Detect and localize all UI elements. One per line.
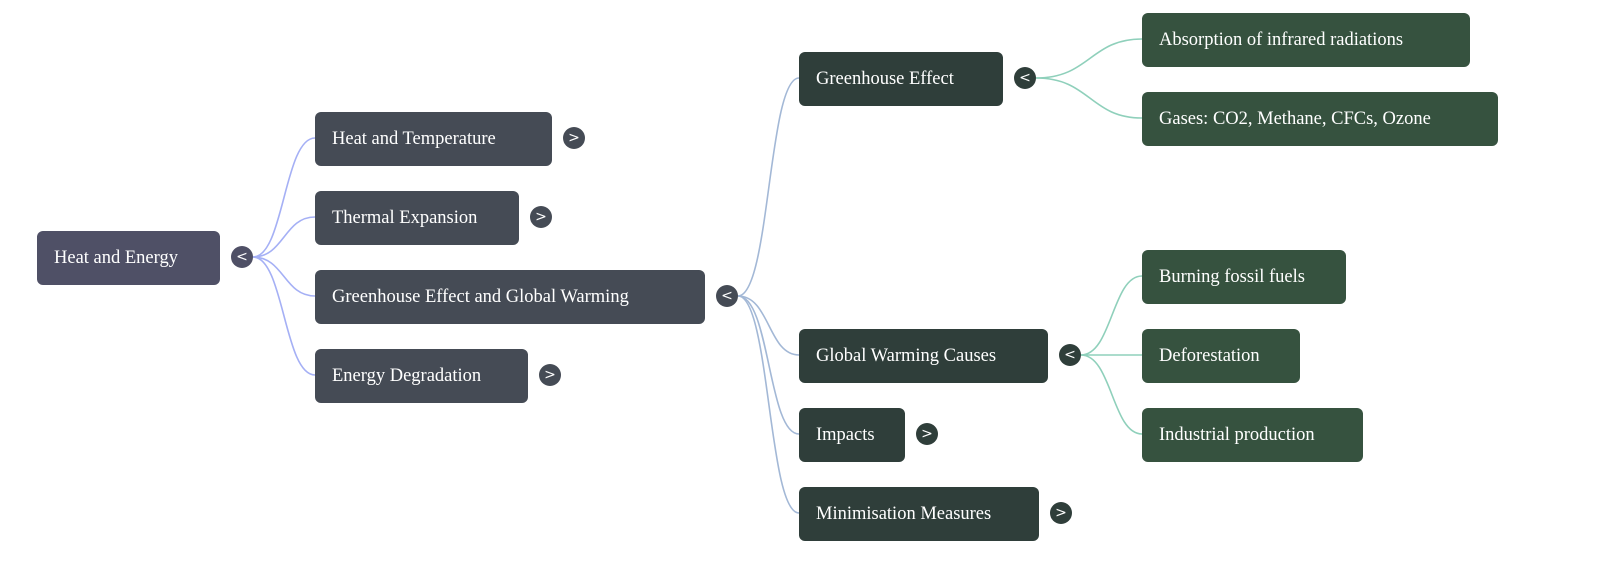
edge (1080, 275, 1143, 356)
expand-toggle[interactable]: > (1050, 502, 1072, 524)
node-industrial-production[interactable]: Industrial production (1142, 408, 1363, 462)
edge (252, 256, 316, 297)
edge (737, 295, 800, 356)
edge (1035, 77, 1143, 119)
collapse-toggle[interactable]: < (1014, 67, 1036, 89)
edge (1035, 38, 1143, 79)
expand-toggle[interactable]: > (539, 364, 561, 386)
node-heat-and-temperature[interactable]: Heat and Temperature (315, 112, 552, 166)
node-energy-degradation[interactable]: Energy Degradation (315, 349, 528, 403)
expand-toggle[interactable]: > (563, 127, 585, 149)
node-gases[interactable]: Gases: CO2, Methane, CFCs, Ozone (1142, 92, 1498, 146)
node-thermal-expansion[interactable]: Thermal Expansion (315, 191, 519, 245)
node-greenhouse-effect-and-global-warming[interactable]: Greenhouse Effect and Global Warming (315, 270, 705, 324)
edge (737, 295, 800, 514)
node-minimisation-measures[interactable]: Minimisation Measures (799, 487, 1039, 541)
collapse-toggle[interactable]: < (231, 246, 253, 268)
edge (737, 77, 800, 297)
collapse-toggle[interactable]: < (1059, 344, 1081, 366)
node-impacts[interactable]: Impacts (799, 408, 905, 462)
node-deforestation[interactable]: Deforestation (1142, 329, 1300, 383)
node-absorption-of-infrared-radiations[interactable]: Absorption of infrared radiations (1142, 13, 1470, 67)
edge (1080, 354, 1143, 435)
node-burning-fossil-fuels[interactable]: Burning fossil fuels (1142, 250, 1346, 304)
collapse-toggle[interactable]: < (716, 285, 738, 307)
edge (252, 256, 316, 376)
edge (252, 137, 316, 258)
node-heat-and-energy[interactable]: Heat and Energy (37, 231, 220, 285)
expand-toggle[interactable]: > (530, 206, 552, 228)
node-global-warming-causes[interactable]: Global Warming Causes (799, 329, 1048, 383)
expand-toggle[interactable]: > (916, 423, 938, 445)
edge (737, 295, 800, 435)
edge (252, 216, 316, 258)
node-greenhouse-effect[interactable]: Greenhouse Effect (799, 52, 1003, 106)
